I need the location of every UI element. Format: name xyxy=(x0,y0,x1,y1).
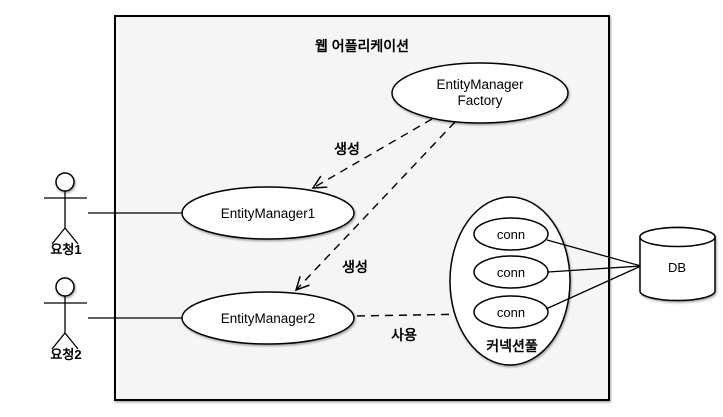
conn3-label: conn xyxy=(497,305,525,320)
node-entitymanager2: EntityManager2 xyxy=(181,291,355,345)
create-em1-dashed-arrow xyxy=(311,118,433,189)
actor-request2: 요청2 xyxy=(44,277,87,362)
node-entitymanager1: EntityManager1 xyxy=(181,186,355,240)
conn-node-1: conn xyxy=(473,217,549,251)
node-db: DB xyxy=(639,226,716,302)
actor2-left-leg xyxy=(51,332,66,350)
entitymanager2-label: EntityManager2 xyxy=(221,311,316,326)
use-dashed-arrow xyxy=(356,307,472,322)
edge-use-pool: 사용 xyxy=(356,307,472,343)
actor2-head xyxy=(55,277,75,297)
edge-create-em1: 생성 xyxy=(311,118,433,189)
actor1-left-leg xyxy=(51,227,66,245)
connection-pool-label: 커넥션풀 xyxy=(486,338,538,354)
node-entitymanager-factory: EntityManager Factory xyxy=(391,62,569,124)
boundary-title: 웹 어플리케이션 xyxy=(315,38,409,54)
create-em2-label: 생성 xyxy=(342,259,368,275)
edge-create-em2: 생성 xyxy=(294,121,456,292)
conn1-db-line xyxy=(546,239,642,267)
node-connection-pool: conn conn conn 커넥션풀 xyxy=(449,196,571,366)
conn-node-3: conn xyxy=(473,295,549,329)
db-cylinder-top xyxy=(639,226,716,248)
conn2-label: conn xyxy=(497,265,525,280)
conn3-db-line xyxy=(545,265,642,310)
conn1-label: conn xyxy=(497,227,525,242)
actor-request1: 요청1 xyxy=(44,172,87,257)
create-em2-dashed-arrow xyxy=(294,121,456,292)
conn-node-2: conn xyxy=(473,255,549,289)
entitymanager1-label: EntityManager1 xyxy=(221,206,316,221)
conn3-ellipse xyxy=(473,295,549,329)
conn1-ellipse xyxy=(473,217,549,251)
entitymanager1-ellipse xyxy=(181,186,355,240)
actor1-head xyxy=(55,172,75,192)
create-em1-label: 생성 xyxy=(334,141,360,157)
use-label: 사용 xyxy=(391,327,417,343)
actor1-right-leg xyxy=(64,227,79,245)
actor2-right-leg xyxy=(64,332,79,350)
entitymanager-factory-ellipse xyxy=(391,62,569,124)
entitymanager-factory-label-line2: Factory xyxy=(457,93,502,108)
actor1-label: 요청1 xyxy=(50,242,81,257)
conn2-db-line xyxy=(547,265,642,273)
db-label: DB xyxy=(668,260,686,275)
entitymanager-factory-label-line1: EntityManager xyxy=(436,77,524,92)
actor2-label: 요청2 xyxy=(50,347,81,362)
entitymanager2-ellipse xyxy=(181,291,355,345)
